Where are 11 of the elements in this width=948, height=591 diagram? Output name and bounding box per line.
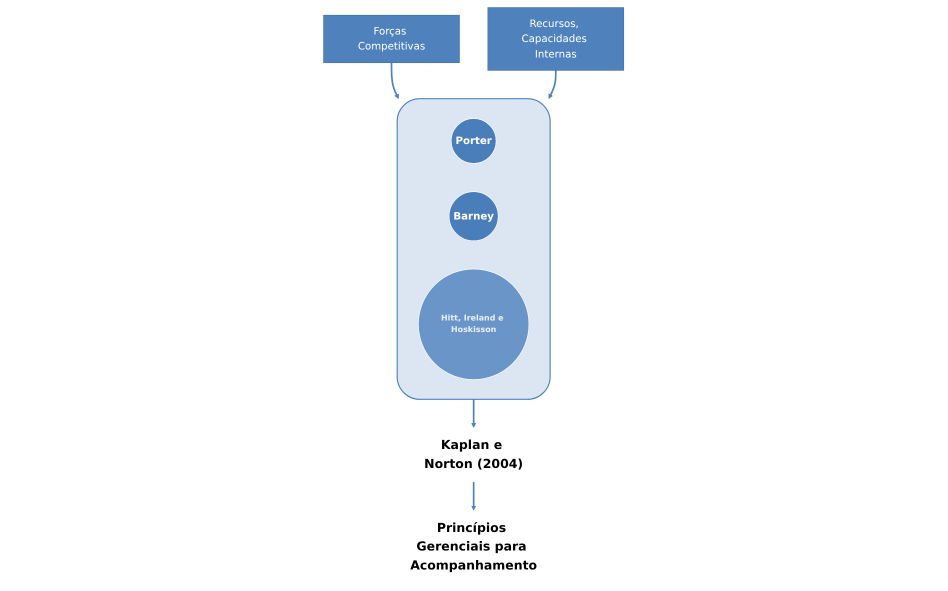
arrow [391, 62, 400, 99]
node-box: Recursos, Capacidades Internas [488, 7, 624, 71]
arrow [472, 482, 476, 511]
cluster [396, 98, 552, 400]
node-circle: Barney [449, 191, 499, 241]
arrow [548, 70, 557, 99]
node-box: Forças Competitivas [324, 14, 460, 64]
node-circle: Porter [451, 118, 497, 164]
node-text: Princípios Gerenciais para Acompanhamento [410, 521, 538, 573]
arrow [472, 399, 476, 428]
node-text: Kaplan e Norton (2004) [424, 438, 524, 472]
